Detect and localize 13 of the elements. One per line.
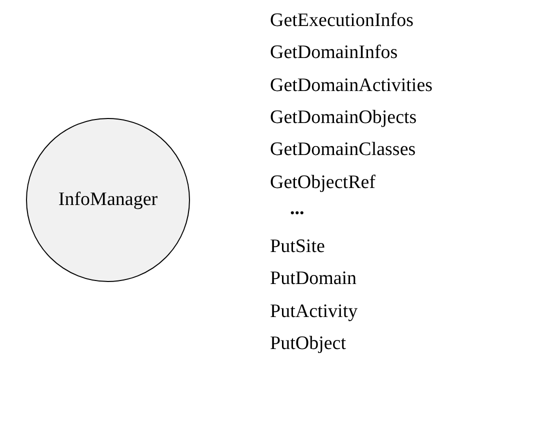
- method-name: PutDomain: [270, 268, 357, 290]
- ellipsis: ...: [290, 198, 304, 220]
- method-name: GetExecutionInfos: [270, 10, 414, 32]
- method-name: GetObjectRef: [270, 172, 376, 194]
- method-name: PutObject: [270, 333, 346, 355]
- node-label: InfoManager: [58, 189, 158, 211]
- method-name: GetDomainClasses: [270, 139, 416, 162]
- method-name: GetDomainObjects: [270, 106, 417, 129]
- circle-node: [26, 118, 190, 282]
- method-name: PutSite: [270, 236, 325, 258]
- method-name: GetDomainActivities: [270, 74, 433, 97]
- method-name: PutActivity: [270, 300, 358, 323]
- method-name: GetDomainInfos: [270, 42, 398, 64]
